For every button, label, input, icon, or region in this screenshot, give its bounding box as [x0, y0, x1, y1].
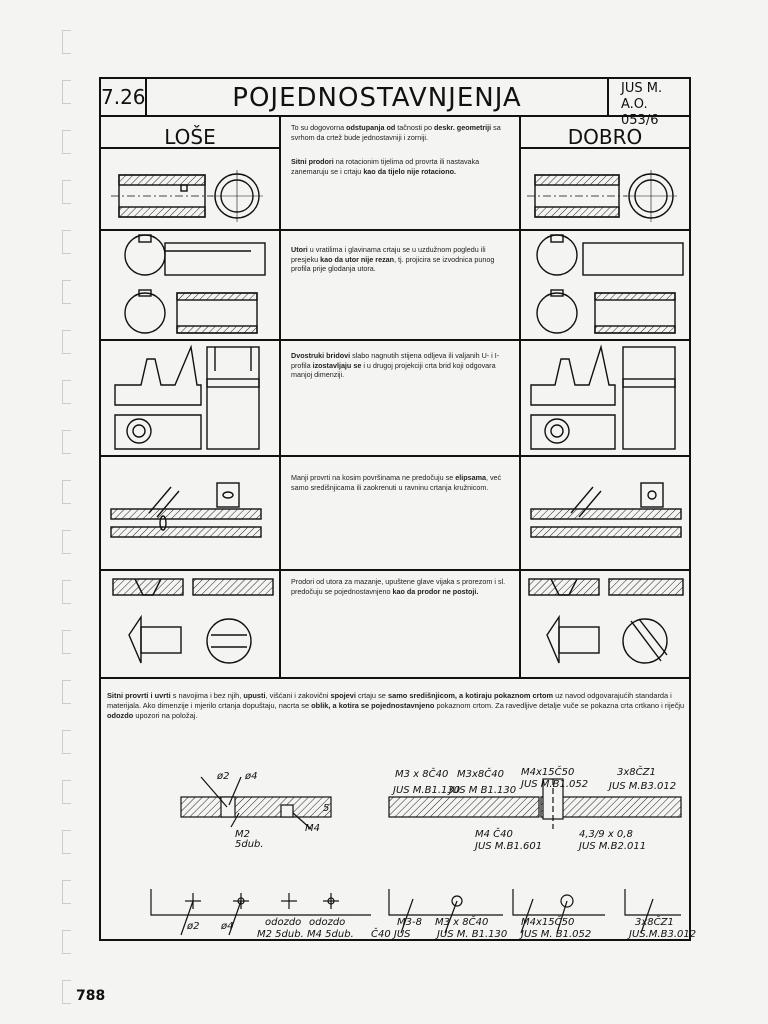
- label-3x8cz1: 3x8ČZ1: [617, 765, 656, 778]
- rule-3-text: Dvostruki bridovi slabo nagnutih stijena…: [291, 351, 500, 380]
- sketch-countersunk-bad: [112, 578, 274, 664]
- label-m3x8c40: M3 x 8Č40: [435, 915, 488, 928]
- rule-1-text: Sitni prodori na rotacionim tijelima od …: [291, 157, 480, 176]
- column-bad-heading: LOŠE: [164, 125, 216, 149]
- sketch-oblique-hole-good: [530, 482, 682, 538]
- sketch-keyway-bad: [124, 234, 266, 334]
- label-5dub: 5dub.: [235, 839, 264, 850]
- label-jus-b3012: JUS M.B3.012: [607, 781, 676, 792]
- label-m2: M2: [235, 829, 250, 840]
- label-jus-b1130-b: JUS M B1.130: [447, 785, 516, 796]
- binding-holes: [62, 30, 72, 1010]
- label-bottom-phi2: ø2: [186, 921, 199, 932]
- label-m4-5dub: M4 5dub.: [307, 929, 354, 940]
- footnote-text: Sitni provrti i uvrti s navojima i bez n…: [107, 691, 685, 720]
- column-good-heading: DOBRO: [567, 125, 643, 149]
- drawing-sheet: 7.26 POJEDNOSTAVNJENJA JUS M. A.O. 053/6…: [99, 77, 696, 941]
- sketch-casting-good: [530, 344, 676, 450]
- label-jus-b2011: JUS M.B2.011: [577, 841, 646, 852]
- label-m3-8c40-b: M3x8Č40: [457, 767, 504, 780]
- sheet-header: 7.26 POJEDNOSTAVNJENJA JUS M. A.O. 053/6: [101, 79, 689, 128]
- standard-line-1: JUS M.: [621, 81, 663, 96]
- label-m4: M4: [305, 823, 320, 834]
- sketch-casting-bad: [114, 344, 260, 450]
- page-number: 788: [76, 988, 106, 1004]
- label-odozdo-1: odozdo: [265, 917, 301, 928]
- standard-line-2: A.O. 053/6: [621, 97, 659, 128]
- rule-5-text: Prodori od utora za mazanje, upuštene gl…: [291, 577, 506, 596]
- label-phi4: ø4: [244, 771, 257, 782]
- sketch-shaft-good: [527, 170, 677, 222]
- sketch-keyway-good: [536, 234, 684, 334]
- rule-4-text: Manji provrti na kosim površinama ne pre…: [291, 473, 502, 492]
- sketch-countersunk-good: [528, 578, 684, 664]
- rule-2-text: Utori u vratilima i glavinama crtaju se …: [291, 245, 495, 274]
- label-jus-m-b1130: JUS M. B1.130: [435, 929, 507, 940]
- label-jus-m-b1052: JUS M. B1.052: [519, 929, 591, 940]
- label-jus-b1052: JUS M.B1.052: [519, 779, 588, 790]
- sketch-shaft-bad: [111, 170, 263, 222]
- label-m2-5dub: M2 5dub.: [257, 929, 304, 940]
- standard-reference: JUS M. A.O. 053/6: [607, 79, 689, 128]
- section-number: 7.26: [101, 79, 147, 115]
- label-phi2: ø2: [216, 771, 229, 782]
- label-m4x15c50: M4x15Č50: [521, 915, 574, 928]
- technical-sketches: [110, 170, 684, 664]
- intro-text: To su dogovorna odstupanja od tačnosti p…: [291, 123, 501, 142]
- label-m3-8: M3-8: [397, 917, 422, 928]
- label-bottom-jus-b3012: JUS.M.B3.012: [627, 929, 696, 940]
- label-jus-b1601: JUS M.B1.601: [473, 841, 542, 852]
- label-jus-b1130-a: JUS M.B1.130: [391, 785, 460, 796]
- sketch-oblique-hole-bad: [110, 482, 262, 538]
- label-c40-jus: Č40 JUS: [371, 927, 411, 940]
- label-bottom-3x8cz1: 3x8ČZ1: [635, 915, 674, 928]
- comparison-table: LOŠE DOBRO To su dogovorna odstupanja od…: [101, 115, 689, 679]
- page-title: POJEDNOSTAVNJENJA: [232, 83, 522, 113]
- label-m4-15c50: M4x15Č50: [521, 765, 574, 778]
- label-m3-8c40-a: M3 x 8Č40: [395, 767, 448, 780]
- label-bottom-phi4: ø4: [220, 921, 233, 932]
- label-4-39: 4,3/9 x 0,8: [579, 829, 633, 840]
- label-odozdo-2: odozdo: [309, 917, 345, 928]
- label-5: 5: [323, 803, 329, 814]
- label-m4c40: M4 Č40: [475, 827, 513, 840]
- dimensioning-examples: ø2 ø4 M2 5dub. M4 5 M3 x 8Č40 M3x8Č40 JU…: [150, 765, 696, 940]
